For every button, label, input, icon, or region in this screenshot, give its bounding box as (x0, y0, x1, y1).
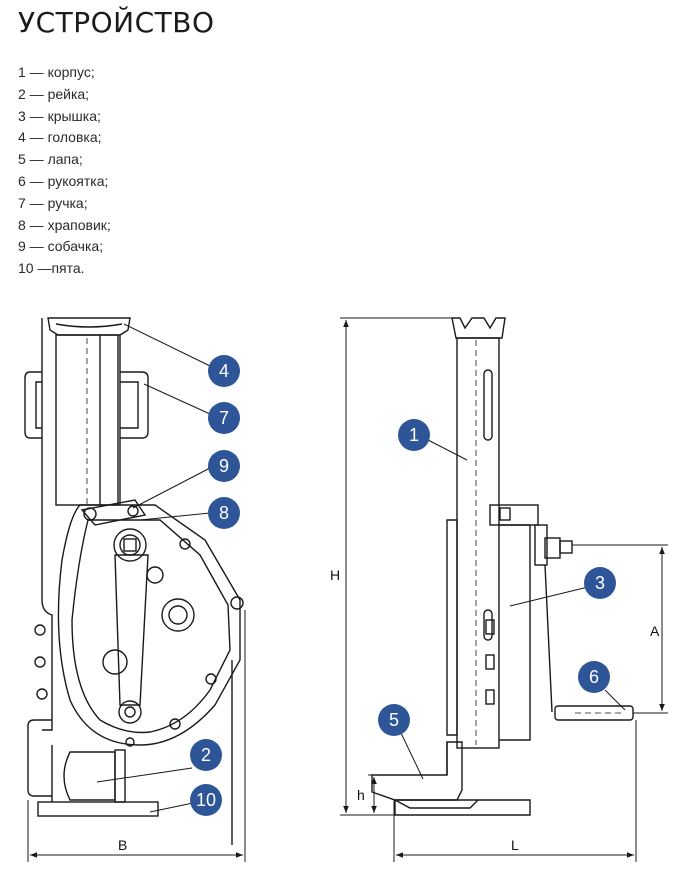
legend-item-7: 7 — ручка; (18, 194, 88, 211)
callout-10-label: 10 (196, 790, 216, 810)
paw-side (371, 741, 463, 801)
dimension-b-label: B (118, 837, 127, 853)
callout-10: 10 (190, 784, 222, 816)
dimension-b (27, 610, 246, 862)
column-side (456, 337, 500, 749)
callout-1-label: 1 (409, 425, 419, 445)
parts-legend: 1 — корпус; 2 — рейка; 3 — крышка; 4 — г… (18, 62, 111, 280)
callout-8-label: 8 (219, 503, 229, 523)
callout-1: 1 (398, 419, 430, 451)
callout-6: 6 (578, 661, 610, 693)
dimension-l-label: L (511, 837, 519, 853)
dimension-h-small-label: h (357, 787, 365, 803)
callout-3: 3 (584, 567, 616, 599)
crank-arm (114, 554, 149, 706)
head-side (451, 317, 506, 339)
legend-item-4: 4 — головка; (18, 129, 102, 146)
dimension-a-label: A (650, 623, 660, 639)
legend-item-6: 6 — рукоятка; (18, 172, 109, 189)
legend-item-5: 5 — лапа; (18, 151, 83, 168)
callout-5: 5 (378, 704, 410, 736)
handle-left (24, 371, 42, 439)
dimension-h (340, 317, 452, 816)
callout-8: 8 (208, 497, 240, 529)
dimension-h-small (368, 774, 395, 813)
legend-item-3: 3 — крышка; (18, 107, 101, 124)
callout-5-label: 5 (389, 710, 399, 730)
dimension-l (393, 720, 637, 862)
legend-item-1: 1 — корпус; (18, 64, 95, 80)
callout-4-label: 4 (219, 361, 229, 381)
dimension-a (572, 544, 668, 714)
callout-6-label: 6 (589, 667, 599, 687)
callout-7-label: 7 (219, 408, 229, 428)
legend-item-8: 8 — храповик; (18, 216, 111, 233)
foot-plate-front (37, 801, 159, 817)
handle-right (120, 371, 149, 439)
body-outline-front (41, 318, 53, 731)
front-view (24, 317, 244, 845)
dimension-h-label: H (330, 567, 340, 583)
legend-item-2: 2 — рейка; (18, 85, 90, 102)
callout-3-label: 3 (595, 573, 605, 593)
crank-handle-side (554, 705, 634, 721)
housing-front (57, 504, 241, 746)
rack-tooth-front (63, 751, 116, 801)
callout-9-label: 9 (219, 456, 229, 476)
callout-2: 2 (190, 739, 222, 771)
legend-item-9: 9 — собачка; (18, 238, 104, 255)
callout-2-label: 2 (201, 745, 211, 765)
legend-item-10: 10 —пята. (18, 260, 85, 277)
side-view (371, 317, 634, 816)
callout-9: 9 (208, 450, 240, 482)
leader-lines (96, 323, 626, 813)
housing-side (446, 519, 458, 736)
pawl-front (80, 499, 147, 526)
ratchet-front (113, 528, 147, 562)
page-title: УСТРОЙСТВО (18, 6, 215, 39)
callout-4: 4 (208, 355, 240, 387)
callout-7: 7 (208, 402, 240, 434)
base-plate-side (394, 799, 531, 816)
